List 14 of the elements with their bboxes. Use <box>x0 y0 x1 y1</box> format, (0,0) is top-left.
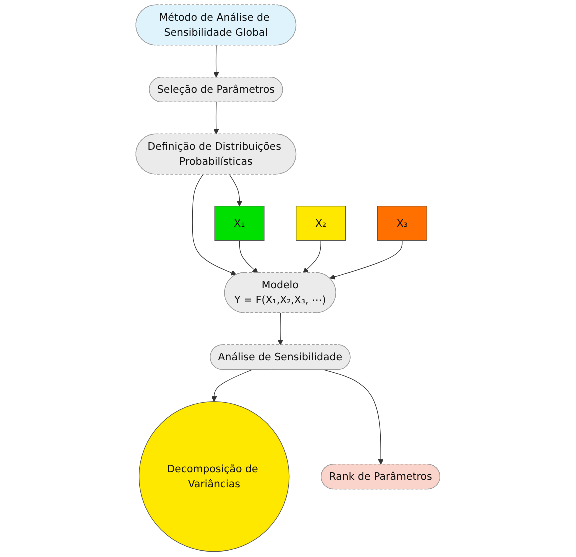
arrow <box>303 240 322 274</box>
arrow <box>330 240 403 280</box>
arrow <box>229 174 242 207</box>
arrow <box>213 102 220 135</box>
arrow <box>278 312 284 346</box>
arrow <box>192 174 237 276</box>
arrow <box>211 370 252 402</box>
node-box: X₃ <box>377 206 428 242</box>
arrow <box>324 370 384 465</box>
arrow <box>239 240 258 274</box>
arrow <box>213 45 220 78</box>
node-circle: Decomposição de Variâncias <box>138 401 290 552</box>
node-box: X₂ <box>296 206 346 242</box>
node-box: X₁ <box>214 206 265 242</box>
